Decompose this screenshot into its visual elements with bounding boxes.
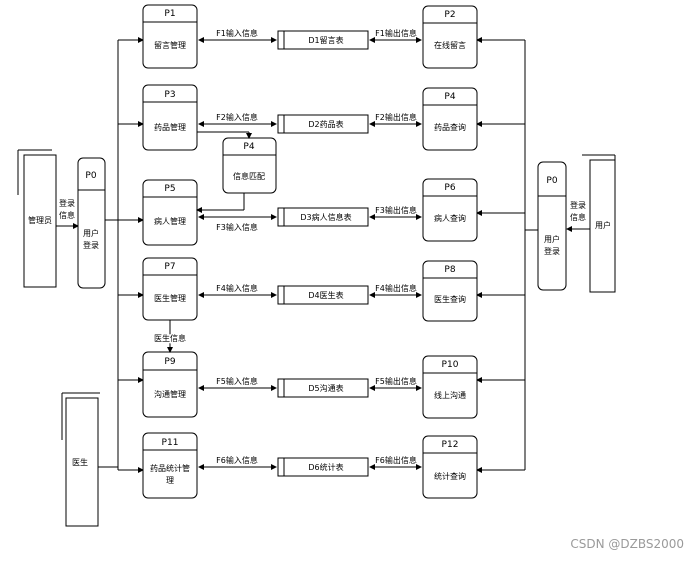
p3-name: 药品管理 — [154, 122, 186, 132]
p6-name: 病人查询 — [434, 213, 466, 223]
flow-in-f6-label: F6输入信息 — [216, 455, 258, 465]
p5-id: P5 — [164, 184, 175, 194]
flow-out-f3-label: F3输出信息 — [375, 205, 417, 215]
data-store-d3-box — [277, 207, 369, 227]
right-login-info-label: 登录信息 — [570, 200, 586, 222]
p0-right-name: 用户登录 — [544, 234, 560, 256]
process-p5: P5 病人管理 — [142, 179, 198, 246]
process-p0-left: P0 用户登录 — [77, 157, 106, 289]
entity-doctor: 医生 — [61, 392, 100, 527]
p2-name: 在线留言 — [434, 40, 466, 50]
process-p10: P10 线上沟通 — [422, 355, 478, 419]
flow-out-f6-label: F6输出信息 — [375, 455, 417, 465]
p8-id: P8 — [444, 265, 455, 275]
process-p6: P6 病人查询 — [422, 178, 478, 242]
entity-user: 用户 — [582, 154, 616, 293]
process-p2: P2 在线留言 — [422, 5, 478, 69]
process-p8: P8 医生查询 — [422, 260, 478, 322]
process-p1: P1 留言管理 — [142, 4, 198, 69]
process-p9: P9 沟通管理 — [142, 351, 198, 418]
flow-out-f2-label: F2输出信息 — [375, 112, 417, 122]
data-store-d3-label: D3病人信息表 — [300, 212, 351, 222]
flow-in-f4-label: F4输入信息 — [216, 283, 258, 293]
data-store-d4-label: D4医生表 — [308, 290, 343, 300]
process-p0-right: P0 用户登录 — [537, 161, 567, 291]
data-store-d4-box — [277, 285, 369, 305]
p7-name: 医生管理 — [154, 293, 186, 303]
data-store-d5-box — [277, 378, 369, 398]
process-p11: P11 药品统计管理 — [142, 432, 198, 499]
p5-name: 病人管理 — [154, 216, 186, 226]
p4-query-name: 药品查询 — [434, 122, 466, 132]
process-p12: P12 统计查询 — [422, 435, 478, 499]
flow-out-f1-label: F1输出信息 — [375, 28, 417, 38]
p1-name: 留言管理 — [154, 40, 186, 50]
data-store-d5-label: D5沟通表 — [308, 383, 343, 393]
flow-in-f2-label: F2输入信息 — [216, 112, 258, 122]
doctor-info-label: 医生信息 — [154, 333, 186, 343]
process-p7: P7 医生管理 — [142, 257, 198, 321]
p9-name: 沟通管理 — [154, 389, 186, 399]
process-p4-match: P4 信息匹配 — [222, 137, 277, 194]
p0-left-name: 用户登录 — [83, 228, 99, 250]
p9-id: P9 — [164, 357, 175, 367]
flow-in-f3-label: F3输入信息 — [216, 222, 258, 232]
left-login-info-label: 登录信息 — [59, 198, 75, 220]
p0-left-id: P0 — [85, 171, 96, 181]
flow-in-f5-label: F5输入信息 — [216, 376, 258, 386]
data-store-d2-label: D2药品表 — [308, 119, 343, 129]
process-p4-query: P4 药品查询 — [422, 87, 478, 151]
data-store-d1-box — [277, 30, 369, 50]
flow-out-f5-label: F5输出信息 — [375, 376, 417, 386]
p11-name: 药品统计管理 — [150, 463, 190, 485]
p2-id: P2 — [444, 10, 455, 20]
p10-id: P10 — [442, 360, 459, 370]
p11-id: P11 — [162, 438, 179, 448]
p1-id: P1 — [164, 9, 175, 19]
p10-name: 线上沟通 — [434, 390, 466, 400]
entity-admin: 管理员 — [17, 149, 57, 288]
p6-id: P6 — [444, 183, 455, 193]
entity-user-label: 用户 — [595, 220, 611, 230]
p12-id: P12 — [442, 440, 459, 450]
data-store-d6-label: D6统计表 — [308, 462, 343, 472]
data-store-d2-box — [277, 114, 369, 134]
p4-query-id: P4 — [444, 92, 455, 102]
flow-in-f1-label: F1输入信息 — [216, 28, 258, 38]
flow-out-f4-label: F4输出信息 — [375, 283, 417, 293]
watermark: CSDN @DZBS2000 — [570, 537, 684, 551]
data-store-d6-box — [277, 457, 369, 477]
p8-name: 医生查询 — [434, 294, 466, 304]
p3-id: P3 — [164, 90, 175, 100]
data-store-d1-label: D1留言表 — [308, 35, 343, 45]
p4-match-id: P4 — [243, 142, 254, 152]
p7-id: P7 — [164, 262, 175, 272]
entity-doctor-label: 医生 — [72, 457, 88, 467]
entity-admin-label: 管理员 — [28, 215, 52, 225]
p4-match-name: 信息匹配 — [233, 171, 265, 181]
p12-name: 统计查询 — [434, 471, 466, 481]
p0-right-id: P0 — [546, 176, 557, 186]
process-p3: P3 药品管理 — [142, 84, 198, 151]
